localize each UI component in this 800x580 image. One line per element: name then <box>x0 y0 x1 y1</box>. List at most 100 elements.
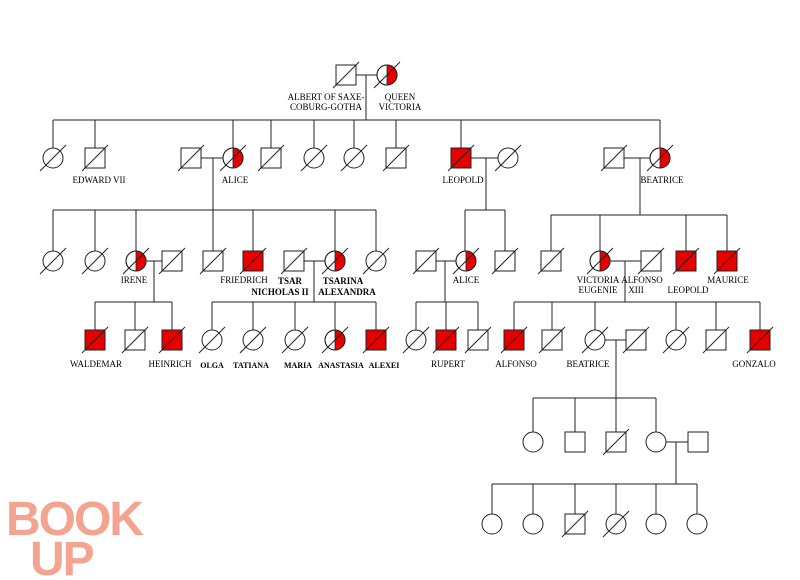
deceased-slash <box>373 61 401 89</box>
individual-alfonso <box>500 326 528 354</box>
label-victoria-eugenie-line1: VICTORIA <box>577 275 620 285</box>
deceased-slash <box>81 144 109 172</box>
pedigree-symbols <box>39 61 774 538</box>
individual-g3-8 <box>362 247 390 275</box>
female-symbol <box>645 431 667 453</box>
deceased-slash <box>158 247 186 275</box>
female-symbol <box>686 513 708 535</box>
individual-leopold1-spouse <box>494 144 522 172</box>
individual-alice1 <box>219 144 247 172</box>
deceased-slash <box>239 326 267 354</box>
deceased-slash <box>538 326 566 354</box>
individual-beatrice2-spouse <box>622 326 650 354</box>
deceased-slash <box>713 247 741 275</box>
deceased-slash <box>622 326 650 354</box>
individual-leopold2 <box>672 247 700 275</box>
individual-alexei <box>362 326 390 354</box>
label-tsarina-line2: ALEXANDRA <box>318 287 376 297</box>
individual-g6-1 <box>481 513 503 535</box>
label-alfonso-xiii-line2: XIII <box>628 285 644 295</box>
individual-albert <box>332 61 360 89</box>
individual-tsar <box>280 247 308 275</box>
individual-g4-9 <box>402 326 430 354</box>
individual-g4-13 <box>538 326 566 354</box>
deceased-slash <box>586 247 614 275</box>
carrier-half-fill <box>660 148 670 168</box>
individual-tatiana <box>239 326 267 354</box>
label-maurice: MAURICE <box>707 275 749 285</box>
label-victoria-eugenie-line2: EUGENIE <box>579 285 618 295</box>
deceased-slash <box>280 247 308 275</box>
bookup-logo: BOOK UP <box>6 493 146 580</box>
deceased-slash <box>602 510 630 538</box>
deceased-slash <box>219 144 247 172</box>
label-beatrice-gen4: BEATRICE <box>566 359 610 369</box>
label-heinrich: HEINRICH <box>149 359 192 369</box>
carrier-half-fill <box>600 251 610 271</box>
label-albert-line2: COBURG-GOTHA <box>290 102 363 112</box>
label-edward-vii: EDWARD VII <box>72 175 125 185</box>
individual-waldemar <box>81 326 109 354</box>
individual-alfonso-xiii <box>637 247 665 275</box>
carrier-half-fill <box>335 251 345 271</box>
individual-g2-1 <box>39 144 67 172</box>
label-beatrice-gen2: BEATRICE <box>640 175 684 185</box>
carrier-half-fill <box>466 251 476 271</box>
individual-g3-4 <box>199 247 227 275</box>
label-rupert: RUPERT <box>431 359 465 369</box>
deceased-slash <box>239 247 267 275</box>
individual-g4-16 <box>662 326 690 354</box>
deceased-slash <box>362 326 390 354</box>
male-symbol <box>564 431 586 453</box>
deceased-slash <box>412 247 440 275</box>
carrier-half-fill <box>335 330 345 350</box>
deceased-slash <box>600 144 628 172</box>
individual-leopold1 <box>447 144 475 172</box>
individual-g3-2 <box>81 247 109 275</box>
deceased-slash <box>122 247 150 275</box>
carrier-half-fill <box>233 148 243 168</box>
male-symbol <box>687 431 709 453</box>
label-victoria-line2: VICTORIA <box>379 102 422 112</box>
individual-beatrice1-spouse <box>600 144 628 172</box>
label-alfonso: ALFONSO <box>495 359 537 369</box>
deceased-slash <box>177 144 205 172</box>
label-irene: IRENE <box>121 275 148 285</box>
deceased-slash <box>602 428 630 456</box>
individual-maurice <box>713 247 741 275</box>
individual-g6-6 <box>686 513 708 535</box>
female-symbol <box>645 513 667 535</box>
label-leopold-gen3: LEOPOLD <box>668 285 709 295</box>
individual-g2-8 <box>382 144 410 172</box>
individual-g5-4-spouse <box>687 431 709 453</box>
label-albert-line1: ALBERT OF SAXE- <box>288 92 365 102</box>
individual-g5-1 <box>522 431 544 453</box>
deceased-slash <box>300 144 328 172</box>
deceased-slash <box>637 247 665 275</box>
deceased-slash <box>198 326 226 354</box>
label-alice-gen3: ALICE <box>453 275 480 285</box>
individual-victoria <box>373 61 401 89</box>
label-alfonso-xiii-line1: ALFONSO <box>621 275 663 285</box>
label-friedrich: FRIEDRICH <box>220 275 268 285</box>
label-waldemar: WALDEMAR <box>70 359 122 369</box>
deceased-slash <box>39 144 67 172</box>
individual-friedrich <box>239 247 267 275</box>
label-alexei: ALEXEI <box>369 361 400 370</box>
individual-g4-11 <box>464 326 492 354</box>
carrier-half-fill <box>136 251 146 271</box>
deceased-slash <box>581 326 609 354</box>
individual-g2-7 <box>340 144 368 172</box>
individual-g2-5 <box>257 144 285 172</box>
individual-heinrich <box>158 326 186 354</box>
pedigree-lines <box>52 74 761 514</box>
individual-anastasia <box>321 326 349 354</box>
label-gonzalo: GONZALO <box>732 359 776 369</box>
deceased-slash <box>500 326 528 354</box>
deceased-slash <box>158 326 186 354</box>
individual-g4-2 <box>121 326 149 354</box>
individual-g6-2 <box>522 513 544 535</box>
individual-beatrice2 <box>581 326 609 354</box>
